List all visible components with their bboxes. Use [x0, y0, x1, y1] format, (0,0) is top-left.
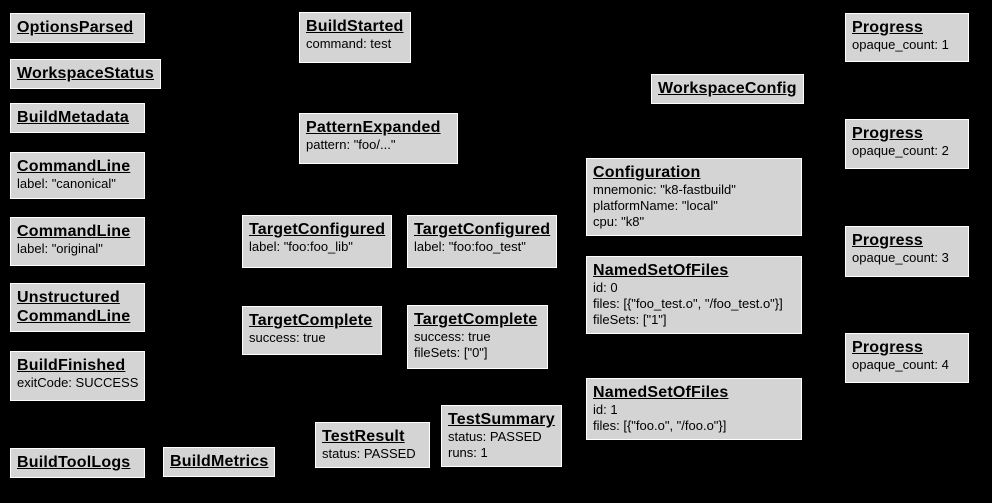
node-command-line-canonical: CommandLine label: "canonical"	[10, 152, 145, 199]
node-attr: label: "original"	[17, 241, 103, 256]
node-progress-3: Progress opaque_count: 3	[845, 226, 969, 277]
node-attr: label: "canonical"	[17, 176, 116, 191]
node-attr: fileSets: ["1"]	[593, 312, 667, 327]
node-attr: cpu: "k8"	[593, 214, 645, 229]
node-attr: files: [{"foo_test.o", "/foo_test.o"}]	[593, 296, 783, 311]
node-workspace-status: WorkspaceStatus	[10, 59, 161, 89]
node-target-configured-foo-test: TargetConfigured label: "foo:foo_test"	[407, 215, 558, 268]
node-attr: opaque_count: 4	[852, 357, 949, 372]
node-progress-1: Progress opaque_count: 1	[845, 13, 969, 62]
node-progress-4: Progress opaque_count: 4	[845, 333, 969, 383]
node-attr: exitCode: SUCCESS	[17, 375, 139, 390]
node-title: TargetComplete	[414, 311, 538, 328]
node-target-complete-foo-test: TargetComplete success: true fileSets: […	[407, 305, 548, 369]
node-title: Unstructured CommandLine	[17, 289, 131, 325]
node-attr: pattern: "foo/..."	[306, 137, 396, 152]
node-title: WorkspaceConfig	[658, 80, 797, 97]
node-title: Progress	[852, 339, 923, 356]
node-attr: opaque_count: 1	[852, 37, 949, 52]
node-attr: runs: 1	[448, 445, 488, 460]
node-unstructured-command-line: Unstructured CommandLine	[10, 283, 145, 332]
node-title: TestResult	[322, 428, 405, 445]
node-title: CommandLine	[17, 158, 131, 175]
node-configuration: Configuration mnemonic: "k8-fastbuild" p…	[586, 158, 802, 236]
node-title: Configuration	[593, 164, 701, 181]
node-title: TargetComplete	[249, 312, 373, 329]
node-title: WorkspaceStatus	[17, 65, 154, 82]
node-build-metrics: BuildMetrics	[163, 447, 276, 477]
node-title: BuildMetrics	[170, 453, 269, 470]
node-attr: status: PASSED	[448, 429, 542, 444]
node-title: BuildFinished	[17, 357, 126, 374]
node-build-finished: BuildFinished exitCode: SUCCESS	[10, 351, 146, 401]
node-title: OptionsParsed	[17, 19, 134, 36]
node-named-set-of-files-0: NamedSetOfFiles id: 0 files: [{"foo_test…	[586, 256, 802, 334]
node-attr: label: "foo:foo_test"	[414, 239, 526, 254]
node-title: TargetConfigured	[414, 221, 551, 238]
node-attr: platformName: "local"	[593, 198, 718, 213]
node-progress-2: Progress opaque_count: 2	[845, 119, 969, 169]
node-command-line-original: CommandLine label: "original"	[10, 217, 145, 266]
node-build-tool-logs: BuildToolLogs	[10, 448, 145, 478]
node-title: NamedSetOfFiles	[593, 384, 729, 401]
node-title: BuildStarted	[306, 18, 404, 35]
node-title: Progress	[852, 19, 923, 36]
node-title: PatternExpanded	[306, 119, 441, 136]
node-attr: fileSets: ["0"]	[414, 345, 488, 360]
node-pattern-expanded: PatternExpanded pattern: "foo/..."	[299, 113, 458, 164]
node-build-metadata: BuildMetadata	[10, 103, 145, 133]
node-title: CommandLine	[17, 223, 131, 240]
node-title: BuildMetadata	[17, 109, 129, 126]
node-attr: opaque_count: 2	[852, 143, 949, 158]
node-attr: files: [{"foo.o", "/foo.o"}]	[593, 418, 727, 433]
node-test-summary: TestSummary status: PASSED runs: 1	[441, 405, 562, 467]
node-target-complete-foo-lib: TargetComplete success: true	[242, 306, 382, 355]
node-target-configured-foo-lib: TargetConfigured label: "foo:foo_lib"	[242, 215, 393, 268]
node-named-set-of-files-1: NamedSetOfFiles id: 1 files: [{"foo.o", …	[586, 378, 802, 440]
node-title: Progress	[852, 232, 923, 249]
node-title: NamedSetOfFiles	[593, 262, 729, 279]
node-title: BuildToolLogs	[17, 454, 131, 471]
node-attr: mnemonic: "k8-fastbuild"	[593, 182, 736, 197]
node-attr: success: true	[249, 330, 326, 345]
node-options-parsed: OptionsParsed	[10, 13, 145, 43]
node-build-started: BuildStarted command: test	[299, 12, 411, 63]
node-test-result: TestResult status: PASSED	[315, 422, 430, 468]
node-attr: status: PASSED	[322, 446, 416, 461]
node-attr: opaque_count: 3	[852, 250, 949, 265]
node-attr: success: true	[414, 329, 491, 344]
node-title: TestSummary	[448, 411, 555, 428]
node-title: Progress	[852, 125, 923, 142]
node-workspace-config: WorkspaceConfig	[651, 74, 804, 104]
node-attr: label: "foo:foo_lib"	[249, 239, 353, 254]
node-attr: command: test	[306, 36, 392, 51]
node-title: TargetConfigured	[249, 221, 386, 238]
node-attr: id: 1	[593, 402, 618, 417]
node-attr: id: 0	[593, 280, 618, 295]
